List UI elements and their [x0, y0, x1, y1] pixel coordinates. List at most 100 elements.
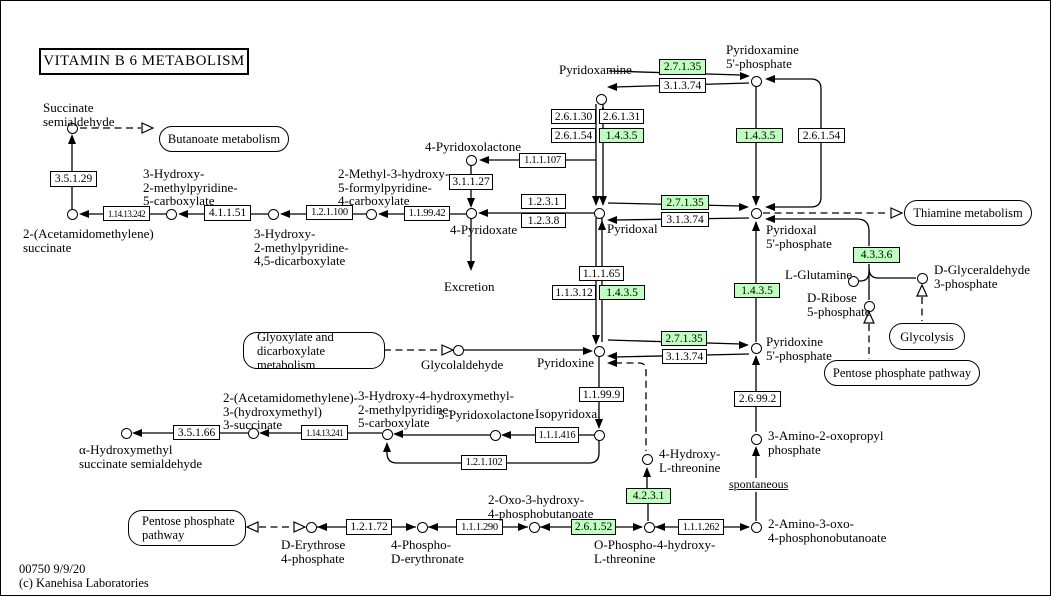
label-pyridoxal-5-phosphate: Pyridoxal 5'-phosphate: [766, 222, 832, 251]
enzyme-box-3.5.1.29[interactable]: 3.5.1.29: [50, 171, 97, 187]
enzyme-box-2.6.1.54[interactable]: 2.6.1.54: [551, 128, 596, 143]
map-id-date: 00750 9/9/20: [19, 562, 86, 576]
label-4-hydroxy-l-threonine: 4-Hydroxy- L-threonine: [659, 446, 721, 475]
enzyme-box-1.2.3.1[interactable]: 1.2.3.1: [521, 194, 566, 209]
label-o-phospho-4-hydroxy-l-threonine: O-Phospho-4-hydroxy- L-threonine: [594, 537, 716, 566]
compound-d-ribose-5-phosphate[interactable]: [863, 300, 875, 312]
enzyme-box-1.1.99.42[interactable]: 1.1.99.42: [404, 206, 450, 221]
compound-3-hydroxy-4-hydroxymethyl-2-methylpyridine-5-carboxylate[interactable]: [381, 428, 393, 440]
compound-2-acetamidomethylene-3-hydroxymethyl-3-succinate[interactable]: [247, 427, 259, 439]
label-5-pyridoxolactone: 5-Pyridoxolactone: [438, 407, 535, 422]
pathway-link-butanoate-metabolism[interactable]: Butanoate metabolism: [159, 126, 289, 152]
enzyme-box-4.1.1.51[interactable]: 4.1.1.51: [204, 205, 251, 221]
enzyme-box-1.4.3.5[interactable]: 1.4.3.5: [734, 283, 780, 298]
compound-d-erythrose-4-phosphate[interactable]: [305, 521, 317, 533]
enzyme-box-1.1.1.290[interactable]: 1.1.1.290: [456, 519, 503, 535]
compound-o-phospho-4-hydroxy-l-threonine[interactable]: [643, 521, 655, 533]
pathway-link-thiamine-metabolism[interactable]: Thiamine metabolism: [904, 200, 1032, 226]
compound-5-pyridoxolactone[interactable]: [489, 429, 501, 441]
enzyme-box-4.3.3.6[interactable]: 4.3.3.6: [853, 247, 900, 263]
compound-succinate-semialdehyde[interactable]: [66, 122, 78, 134]
compound-alpha-hydroxymethyl-succinate-semialdehyde[interactable]: [120, 427, 132, 439]
compound-3-amino-2-oxopropyl-phosphate[interactable]: [750, 433, 762, 445]
label-pyridoxamine: Pyridoxamine: [559, 62, 632, 77]
compound-3-hydroxy-2-methylpyridine-4-5-dicarboxylate[interactable]: [267, 208, 279, 220]
compound-4-hydroxy-l-threonine[interactable]: [641, 453, 653, 465]
enzyme-box-1.4.3.5[interactable]: 1.4.3.5: [599, 128, 644, 143]
enzyme-box-3.1.1.27[interactable]: 3.1.1.27: [449, 174, 493, 190]
label-d-ribose-5-phosphate: D-Ribose 5-phosphate: [807, 290, 871, 319]
enzyme-box-1.2.1.102[interactable]: 1.2.1.102: [461, 455, 507, 470]
compound-pyridoxine[interactable]: [593, 345, 605, 357]
compound-pyridoxal-5-phosphate[interactable]: [750, 207, 762, 219]
enzyme-box-1.2.1.72[interactable]: 1.2.1.72: [346, 519, 392, 535]
enzyme-box-2.6.99.2[interactable]: 2.6.99.2: [734, 391, 781, 407]
label-pyridoxine: Pyridoxine: [537, 355, 595, 370]
enzyme-box-1.14.13.241[interactable]: 1.14.13.241: [301, 425, 348, 440]
copyright: (c) Kanehisa Laboratories: [19, 576, 149, 590]
label-d-erythrose-4-phosphate: D-Erythrose 4-phosphate: [281, 537, 346, 566]
label-3-hydroxy-2-methylpyridine-5-carboxylate: 3-Hydroxy- 2-methylpyridine- 5-carboxyla…: [143, 166, 238, 208]
compound-2-oxo-3-hydroxy-4-phosphobutanoate[interactable]: [528, 521, 540, 533]
enzyme-box-2.6.1.30[interactable]: 2.6.1.30: [551, 109, 596, 124]
compound-l-glutamine[interactable]: [847, 275, 859, 287]
label-3-amino-2-oxopropyl-phosphate: 3-Amino-2-oxopropyl phosphate: [768, 428, 884, 457]
label-pyridoxal: Pyridoxal: [607, 221, 658, 236]
compound-2-methyl-3-hydroxy-5-formylpyridine-4-carboxylate[interactable]: [365, 208, 377, 220]
compound-isopyridoxal[interactable]: [593, 429, 605, 441]
label-2-amino-3-oxo-4-phosphonobutanoate: 2-Amino-3-oxo- 4-phosphonobutanoate: [768, 516, 887, 545]
compound-2-amino-3-oxo-4-phosphonobutanoate[interactable]: [750, 521, 762, 533]
compound-pyridoxal[interactable]: [593, 207, 605, 219]
enzyme-box-1.14.13.242[interactable]: 1.14.13.242: [103, 206, 150, 221]
compound-2-acetamidomethylene-succinate[interactable]: [66, 208, 78, 220]
compound-pyridoxamine[interactable]: [595, 93, 607, 105]
enzyme-box-3.1.3.74[interactable]: 3.1.3.74: [661, 212, 709, 227]
compound-4-pyridoxolactone[interactable]: [465, 154, 477, 166]
enzyme-box-1.1.99.9[interactable]: 1.1.99.9: [579, 387, 624, 402]
label-excretion: Excretion: [444, 279, 495, 294]
label-glycolaldehyde: Glycolaldehyde: [421, 357, 504, 372]
enzyme-box-2.6.1.54[interactable]: 2.6.1.54: [798, 128, 845, 143]
label-l-glutamine: L-Glutamine: [785, 267, 853, 282]
label-3-hydroxy-2-methylpyridine-4-5-dicarboxylate: 3-Hydroxy- 2-methylpyridine- 4,5-dicarbo…: [254, 226, 349, 268]
compound-4-phospho-d-erythronate[interactable]: [416, 521, 428, 533]
enzyme-box-1.2.3.8[interactable]: 1.2.3.8: [521, 213, 566, 228]
enzyme-box-2.7.1.35[interactable]: 2.7.1.35: [661, 331, 707, 346]
compound-glycolaldehyde[interactable]: [452, 344, 464, 356]
enzyme-box-3.1.3.74[interactable]: 3.1.3.74: [659, 78, 706, 93]
enzyme-box-2.7.1.35[interactable]: 2.7.1.35: [661, 195, 709, 210]
label-d-glyceraldehyde-3-phosphate: D-Glyceraldehyde 3-phosphate: [934, 262, 1031, 291]
map-footer: 00750 9/9/20 (c) Kanehisa Laboratories: [19, 562, 149, 590]
map-title: VITAMIN B 6 METABOLISM: [43, 53, 245, 69]
pathway-link-glycolysis[interactable]: Glycolysis: [889, 323, 965, 350]
enzyme-box-1.4.3.5[interactable]: 1.4.3.5: [736, 128, 783, 143]
enzyme-box-1.1.1.416[interactable]: 1.1.1.416: [535, 427, 579, 443]
enzyme-box-2.6.1.31[interactable]: 2.6.1.31: [599, 109, 644, 124]
label-2-acetamidomethylene-3-hydroxymethyl-3-succinate: 2-(Acetamidomethylene)- 3-(hydroxymethyl…: [223, 390, 358, 432]
label-4-phospho-d-erythronate: 4-Phospho- D-erythronate: [391, 537, 464, 566]
compound-pyridoxamine-5-phosphate[interactable]: [750, 75, 762, 87]
pathway-link-pentose-phosphate-pathway-right[interactable]: Pentose phosphate pathway: [824, 360, 980, 386]
compound-3-hydroxy-2-methylpyridine-5-carboxylate[interactable]: [165, 208, 177, 220]
enzyme-box-3.5.1.66[interactable]: 3.5.1.66: [173, 425, 220, 440]
compound-pyridoxine-5-phosphate[interactable]: [750, 342, 762, 354]
compound-d-glyceraldehyde-3-phosphate[interactable]: [916, 272, 928, 284]
enzyme-box-2.6.1.52[interactable]: 2.6.1.52: [571, 519, 616, 535]
enzyme-box-3.1.3.74[interactable]: 3.1.3.74: [662, 349, 707, 364]
label-3-hydroxy-4-hydroxymethyl-2-methylpyridine-5-carboxylate: 3-Hydroxy-4-hydroxymethyl- 2-methylpyrid…: [358, 388, 514, 430]
enzyme-box-1.1.1.65[interactable]: 1.1.1.65: [579, 266, 624, 281]
label-pyridoxamine-5-phosphate: Pyridoxamine 5'-phosphate: [726, 42, 799, 71]
enzyme-box-1.1.1.107[interactable]: 1.1.1.107: [519, 153, 566, 168]
enzyme-box-1.4.3.5[interactable]: 1.4.3.5: [599, 285, 645, 300]
enzyme-box-1.1.1.262[interactable]: 1.1.1.262: [678, 519, 724, 535]
label-alpha-hydroxymethyl-succinate-semialdehyde: α-Hydroxymethyl succinate semialdehyde: [79, 442, 203, 471]
enzyme-box-4.2.3.1[interactable]: 4.2.3.1: [626, 488, 671, 504]
label-isopyridoxal: Isopyridoxal: [535, 406, 601, 421]
enzyme-box-2.7.1.35[interactable]: 2.7.1.35: [659, 59, 706, 75]
compound-4-pyridoxate[interactable]: [465, 207, 477, 219]
enzyme-box-1.2.1.100[interactable]: 1.2.1.100: [306, 205, 353, 220]
enzyme-box-1.1.3.12[interactable]: 1.1.3.12: [552, 285, 596, 300]
